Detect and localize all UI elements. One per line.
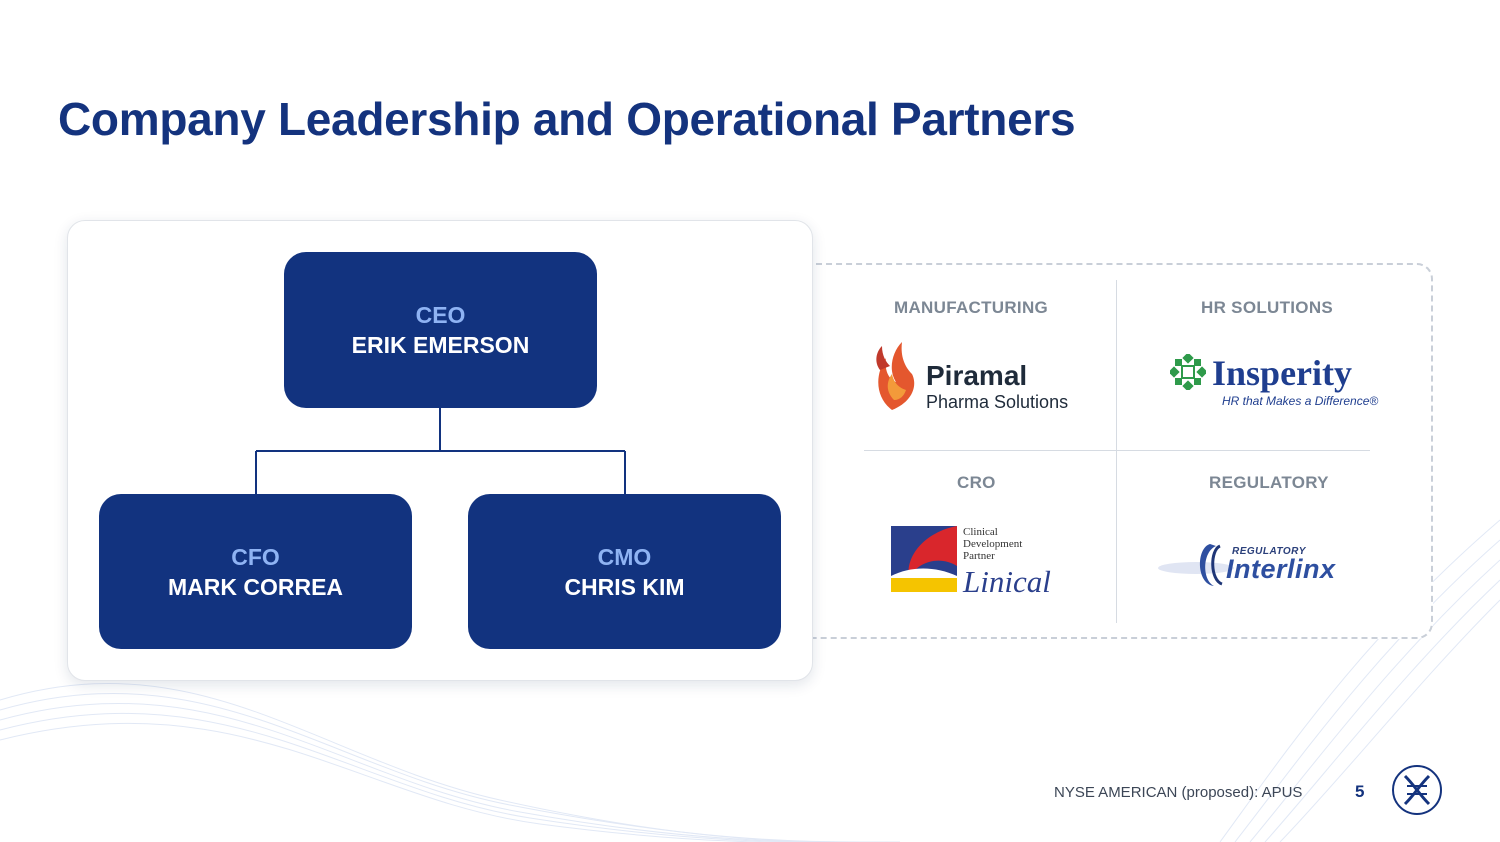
ceo-name: ERIK EMERSON bbox=[351, 332, 530, 358]
category-manufacturing: MANUFACTURING bbox=[894, 298, 1049, 317]
cfo-name: MARK CORREA bbox=[167, 573, 344, 600]
linical-name: Linical bbox=[963, 564, 1051, 599]
page-title: Company Leadership and Operational Partn… bbox=[58, 93, 1076, 145]
insperity-emblem-icon bbox=[1170, 354, 1206, 390]
ceo-box: CEO ERIK EMERSON bbox=[284, 252, 597, 408]
category-cro: CRO bbox=[957, 473, 996, 492]
insperity-logo: Insperity HR that Makes a Difference® bbox=[1170, 352, 1380, 412]
interlinx-logo: REGULATORY Interlinx bbox=[1156, 540, 1386, 590]
category-hr-solutions: HR SOLUTIONS bbox=[1201, 298, 1334, 317]
linical-line-3: Partner bbox=[963, 550, 995, 562]
footer-ticker: NYSE AMERICAN (proposed): APUS bbox=[1054, 784, 1303, 801]
interlinx-swoosh-icon bbox=[1158, 544, 1234, 586]
partners-horizontal-divider bbox=[864, 450, 1370, 451]
category-regulatory: REGULATORY bbox=[1209, 473, 1329, 492]
partners-vertical-divider bbox=[1116, 280, 1117, 623]
interlinx-small-text: REGULATORY bbox=[1232, 546, 1306, 557]
linical-line-1: Clinical bbox=[963, 526, 998, 538]
piramal-flame-icon bbox=[876, 342, 915, 410]
company-logo-icon bbox=[1392, 765, 1442, 815]
cmo-box: CMO CHRIS KIM bbox=[468, 494, 781, 649]
linical-logo: Clinical Development Partner Linical bbox=[891, 526, 1071, 599]
ceo-title: CEO bbox=[415, 302, 466, 328]
linical-emblem-icon bbox=[891, 526, 957, 592]
page-number: 5 bbox=[1355, 782, 1365, 801]
insperity-tagline: HR that Makes a Difference® bbox=[1222, 394, 1379, 408]
piramal-name: Piramal bbox=[926, 360, 1028, 391]
cmo-name: CHRIS KIM bbox=[564, 573, 685, 600]
insperity-name: Insperity bbox=[1212, 353, 1353, 393]
cmo-title: CMO bbox=[597, 543, 652, 570]
cfo-box: CFO MARK CORREA bbox=[99, 494, 412, 649]
interlinx-name: Interlinx bbox=[1226, 554, 1336, 584]
cfo-title: CFO bbox=[231, 543, 280, 570]
linical-line-2: Development bbox=[963, 538, 1023, 550]
piramal-subtitle: Pharma Solutions bbox=[926, 392, 1069, 412]
piramal-logo: Piramal Pharma Solutions bbox=[872, 340, 1092, 416]
